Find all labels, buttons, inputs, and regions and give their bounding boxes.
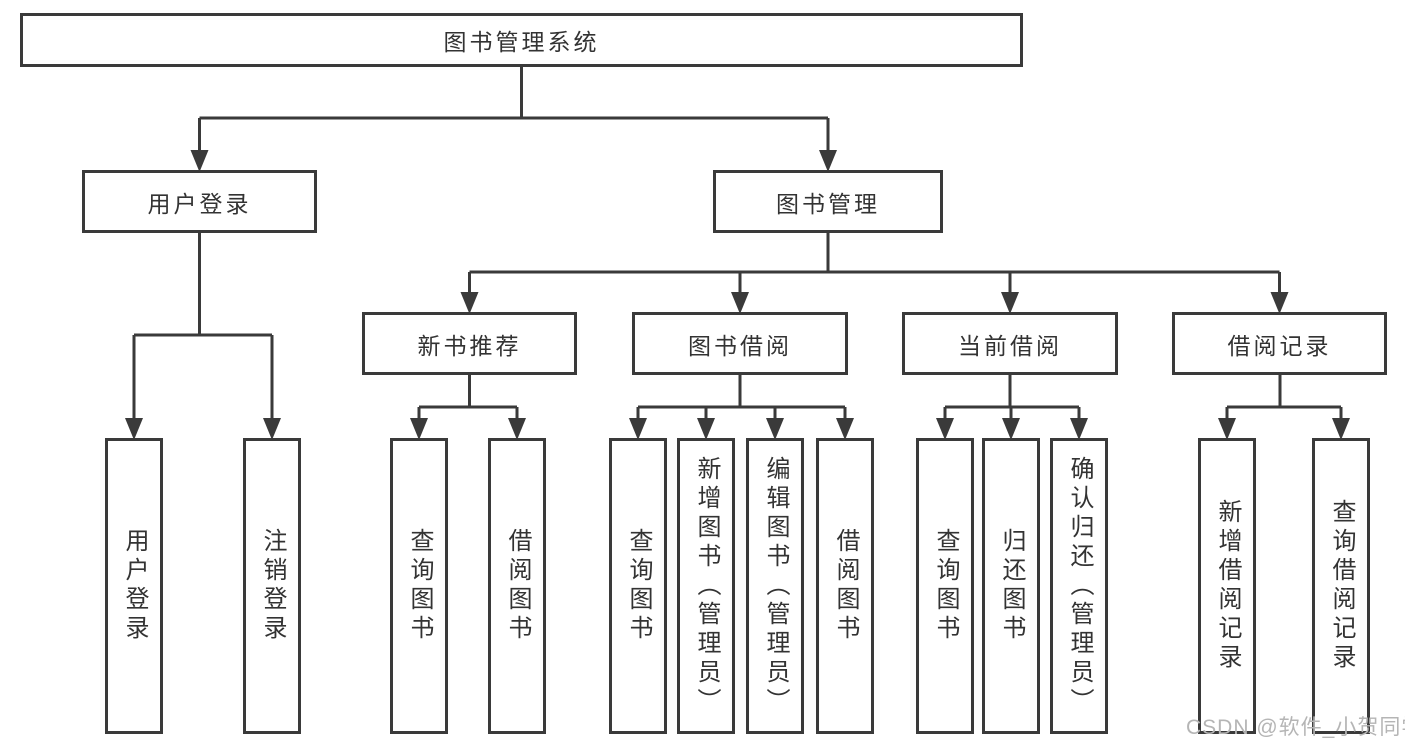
leaf-return-book-label: 归还图书 <box>998 528 1025 644</box>
leaf-query-book-borrow: 查询图书 <box>609 438 667 734</box>
leaf-borrow-book: 借阅图书 <box>816 438 874 734</box>
node-book-management: 图书管理 <box>713 170 943 233</box>
node-user-login: 用户登录 <box>82 170 317 233</box>
node-current-borrow-label: 当前借阅 <box>958 332 1062 359</box>
node-book-borrow: 图书借阅 <box>632 312 848 375</box>
leaf-borrow-book-label: 借阅图书 <box>832 528 859 644</box>
leaf-add-borrow-record-label: 新增借阅记录 <box>1214 499 1241 673</box>
leaf-add-book-admin: 新增图书（管理员） <box>677 438 735 734</box>
leaf-add-book-admin-label: 新增图书（管理员） <box>693 455 720 717</box>
leaf-borrow-book-recommend-label: 借阅图书 <box>504 528 531 644</box>
node-borrow-records: 借阅记录 <box>1172 312 1387 375</box>
node-new-book-recommend-label: 新书推荐 <box>417 332 522 359</box>
node-root: 图书管理系统 <box>20 13 1023 67</box>
leaf-logout: 注销登录 <box>243 438 301 734</box>
leaf-confirm-return-admin-label: 确认归还（管理员） <box>1066 455 1093 717</box>
leaf-logout-label: 注销登录 <box>259 528 286 644</box>
node-book-management-label: 图书管理 <box>776 190 880 217</box>
node-root-label: 图书管理系统 <box>443 29 600 55</box>
leaf-query-borrow-record-label: 查询借阅记录 <box>1328 499 1355 673</box>
leaf-user-login-label: 用户登录 <box>121 528 148 644</box>
leaf-confirm-return-admin: 确认归还（管理员） <box>1050 438 1108 734</box>
leaf-query-book-recommend-label: 查询图书 <box>406 528 433 644</box>
leaf-borrow-book-recommend: 借阅图书 <box>488 438 546 734</box>
node-book-borrow-label: 图书借阅 <box>688 332 792 359</box>
leaf-edit-book-admin-label: 编辑图书（管理员） <box>762 455 789 717</box>
leaf-query-book-current: 查询图书 <box>916 438 974 734</box>
node-new-book-recommend: 新书推荐 <box>362 312 577 375</box>
leaf-query-borrow-record: 查询借阅记录 <box>1312 438 1370 734</box>
csdn-watermark: CSDN @软件_小贺同学 <box>1186 716 1405 739</box>
leaf-query-book-borrow-label: 查询图书 <box>625 528 652 644</box>
node-borrow-records-label: 借阅记录 <box>1227 332 1332 359</box>
leaf-query-book-recommend: 查询图书 <box>390 438 448 734</box>
leaf-query-book-current-label: 查询图书 <box>932 528 959 644</box>
node-user-login-label: 用户登录 <box>147 190 252 217</box>
leaf-edit-book-admin: 编辑图书（管理员） <box>746 438 804 734</box>
node-current-borrow: 当前借阅 <box>902 312 1118 375</box>
leaf-add-borrow-record: 新增借阅记录 <box>1198 438 1256 734</box>
leaf-return-book: 归还图书 <box>982 438 1040 734</box>
leaf-user-login: 用户登录 <box>105 438 163 734</box>
